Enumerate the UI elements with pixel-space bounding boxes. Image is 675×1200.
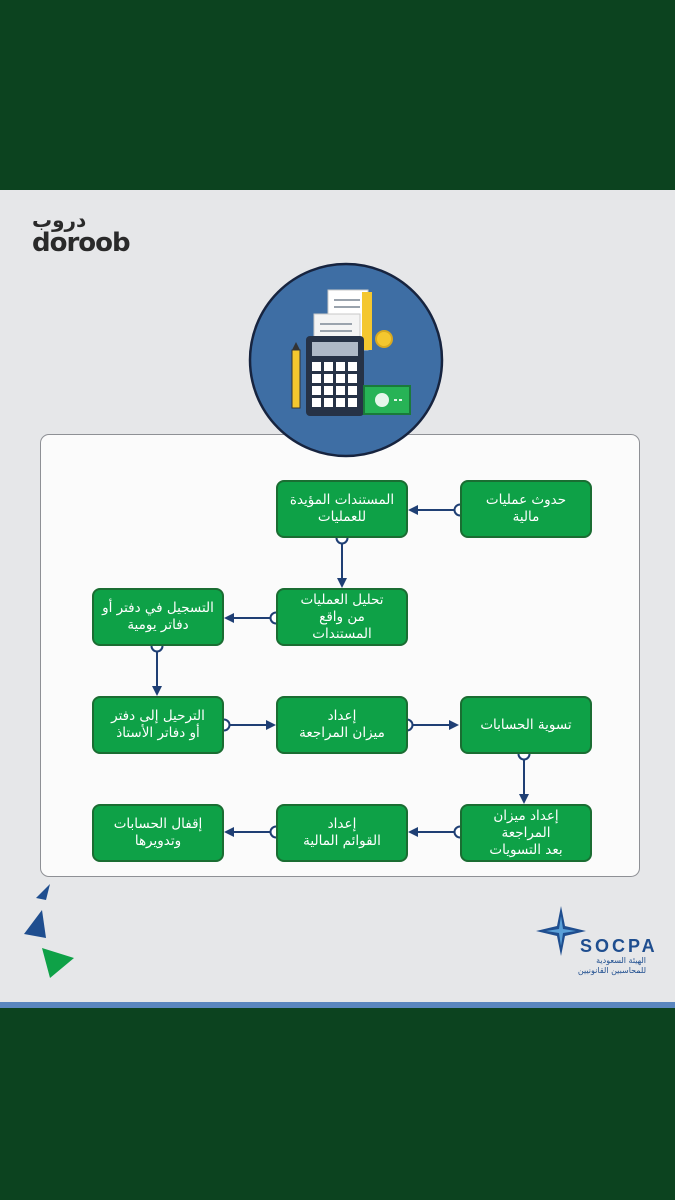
flow-box-journal-entry: التسجيل في دفتر أو دفاتر يومية [92, 588, 224, 646]
flow-box-adjusted-trial-balance: إعداد ميزان المراجعة بعد التسويات [460, 804, 592, 862]
calculator-icon [248, 262, 444, 458]
socpa-star-icon [536, 906, 586, 956]
flow-box-closing-accounts: إقفال الحسابات وتدويرها [92, 804, 224, 862]
pencil-icon [291, 342, 301, 409]
flow-box-trial-balance: إعداد ميزان المراجعة [276, 696, 408, 754]
socpa-subtitle: الهيئة السعودية للمحاسبين القانونيين [577, 956, 646, 975]
coin-icon [375, 330, 393, 348]
flow-box-financial-statements: إعداد القوائم المالية [276, 804, 408, 862]
doroob-logo: دروب doroob [32, 208, 132, 258]
panel-bottom-line [0, 1002, 675, 1008]
socpa-name: SOCPA [580, 936, 658, 956]
flow-box-supporting-documents: المستندات المؤيدة للعمليات [276, 480, 408, 538]
flow-box-post-to-ledger: الترحيل إلى دفتر أو دفاتر الأستاذ [92, 696, 224, 754]
socpa-logo: SOCPA الهيئة السعودية للمحاسبين القانوني… [536, 906, 656, 986]
flow-box-analyze-transactions: تحليل العمليات من واقع المستندات [276, 588, 408, 646]
doroob-logo-arabic: دروب [32, 208, 87, 232]
flow-box-adjusting-accounts: تسوية الحسابات [460, 696, 592, 754]
flow-box-financial-transactions: حدوث عمليات مالية [460, 480, 592, 538]
arrow-pointer-icon [24, 884, 74, 978]
banknote-icon [363, 385, 411, 415]
doroob-logo-latin: doroob [32, 228, 131, 258]
